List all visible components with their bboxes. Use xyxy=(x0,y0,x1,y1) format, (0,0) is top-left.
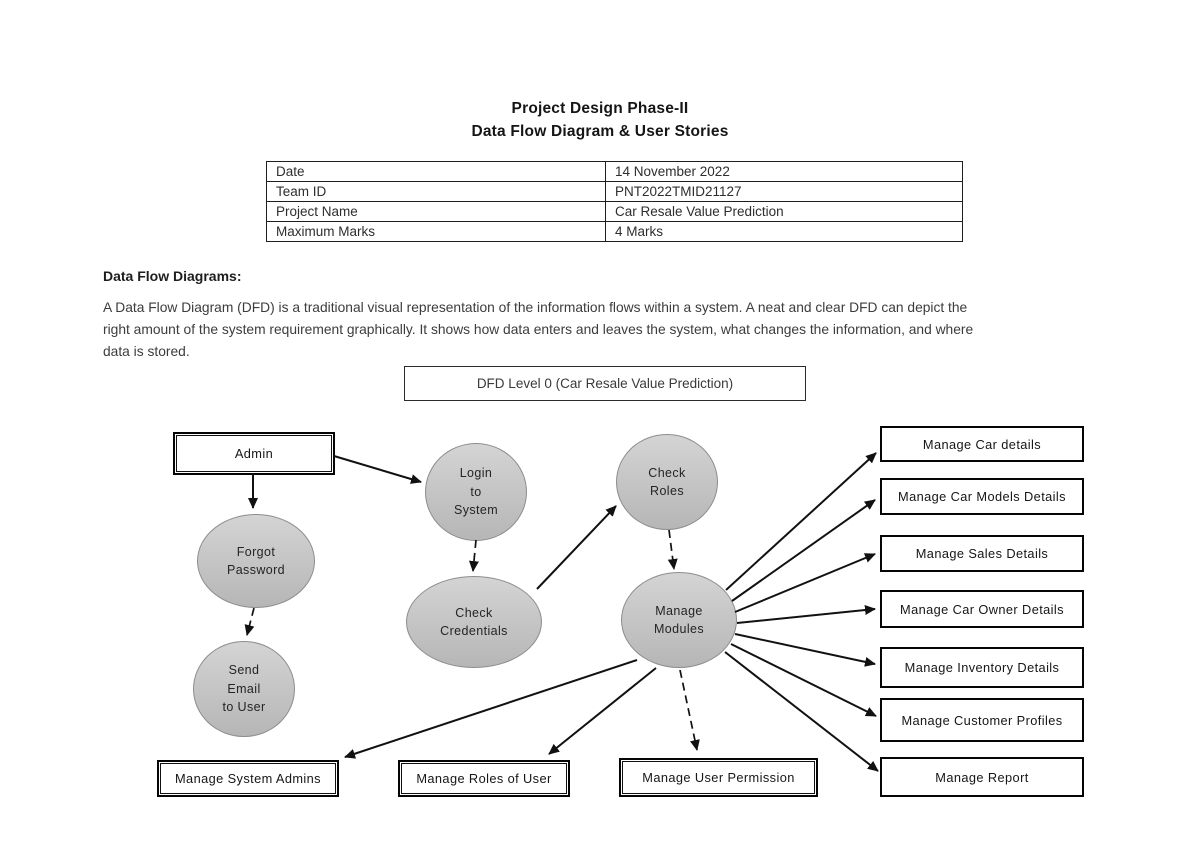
arrow-login-to-check-credentials xyxy=(468,539,479,572)
arrow-mm-to-manage-sales xyxy=(734,553,876,613)
arrow-mm-to-manage-customer xyxy=(730,643,877,717)
arrow-layer xyxy=(244,452,879,772)
arrow-mm-to-roles-of-user xyxy=(548,667,657,755)
process-forgot-password: Forgot Password xyxy=(197,514,315,608)
table-row: Project Name Car Resale Value Prediction xyxy=(266,201,963,222)
arrow-check-credentials-to-check-roles xyxy=(536,505,617,590)
box-manage-car-owner-details: Manage Car Owner Details xyxy=(880,590,1084,628)
box-manage-sales-details: Manage Sales Details xyxy=(880,535,1084,572)
arrow-check-roles-to-manage-modules xyxy=(667,529,678,570)
process-login-to-system: Login to System xyxy=(425,443,527,541)
arrow-mm-to-user-permission xyxy=(679,669,700,751)
title-line-1: Project Design Phase-II xyxy=(511,100,689,117)
box-manage-car-details: Manage Car details xyxy=(880,426,1084,462)
row-value: 14 November 2022 xyxy=(605,161,963,182)
section-heading: Data Flow Diagrams: xyxy=(103,268,242,284)
title-line-2: Data Flow Diagram & User Stories xyxy=(471,123,729,140)
box-manage-inventory-details: Manage Inventory Details xyxy=(880,647,1084,688)
row-label: Team ID xyxy=(266,181,606,202)
row-label: Maximum Marks xyxy=(266,221,606,242)
row-value: Car Resale Value Prediction xyxy=(605,201,963,222)
row-label: Date xyxy=(266,161,606,182)
table-row: Date 14 November 2022 xyxy=(266,161,963,182)
box-manage-customer-profiles: Manage Customer Profiles xyxy=(880,698,1084,742)
table-row: Maximum Marks 4 Marks xyxy=(266,221,963,242)
box-manage-roles-of-user: Manage Roles of User xyxy=(398,760,570,797)
section-paragraph: A Data Flow Diagram (DFD) is a tradition… xyxy=(103,300,974,359)
info-table: Date 14 November 2022 Team ID PNT2022TMI… xyxy=(266,161,963,242)
row-value: 4 Marks xyxy=(605,221,963,242)
arrow-mm-to-manage-report xyxy=(724,651,879,772)
arrow-mm-to-manage-car-details xyxy=(725,452,877,591)
box-manage-report: Manage Report xyxy=(880,757,1084,797)
arrow-mm-to-system-admins xyxy=(344,659,638,759)
dfd-caption-text: DFD Level 0 (Car Resale Value Prediction… xyxy=(476,376,734,391)
process-send-email-to-user: Send Email to User xyxy=(193,641,295,737)
dfd-caption-box: DFD Level 0 (Car Resale Value Prediction… xyxy=(404,366,806,401)
process-check-credentials: Check Credentials xyxy=(406,576,542,668)
arrow-forgot-password-to-send-email xyxy=(244,607,255,636)
box-manage-system-admins: Manage System Admins xyxy=(157,760,339,797)
box-manage-user-permission: Manage User Permission xyxy=(619,758,818,797)
arrow-mm-to-manage-inventory xyxy=(734,633,876,667)
document-title: Project Design Phase-II Data Flow Diagra… xyxy=(0,97,1200,143)
entity-admin: Admin xyxy=(173,432,335,475)
process-manage-modules: Manage Modules xyxy=(621,572,737,668)
arrow-admin-to-login xyxy=(333,455,422,484)
box-manage-car-models-details: Manage Car Models Details xyxy=(880,478,1084,515)
row-value: PNT2022TMID21127 xyxy=(605,181,963,202)
arrow-mm-to-manage-car-models xyxy=(731,499,876,602)
row-label: Project Name xyxy=(266,201,606,222)
process-check-roles: Check Roles xyxy=(616,434,718,530)
arrow-mm-to-manage-car-owner xyxy=(736,605,876,624)
table-row: Team ID PNT2022TMID21127 xyxy=(266,181,963,202)
